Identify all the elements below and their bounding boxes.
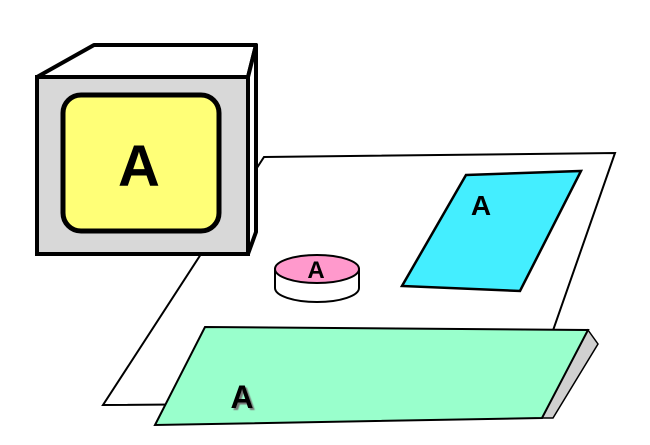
card-surface xyxy=(399,169,584,293)
mat-surface xyxy=(153,325,590,427)
disc-label: A xyxy=(307,257,324,284)
cube-label: A xyxy=(118,134,160,199)
cyan-card: A xyxy=(399,169,584,293)
card-label: A xyxy=(471,190,491,221)
pink-disc: A xyxy=(274,254,360,303)
cube-top xyxy=(35,43,258,79)
disc-top xyxy=(274,254,360,284)
green-mat: A xyxy=(153,325,599,427)
cube: A xyxy=(35,43,258,256)
mat-label: A xyxy=(230,379,253,415)
cube-face xyxy=(60,92,222,234)
